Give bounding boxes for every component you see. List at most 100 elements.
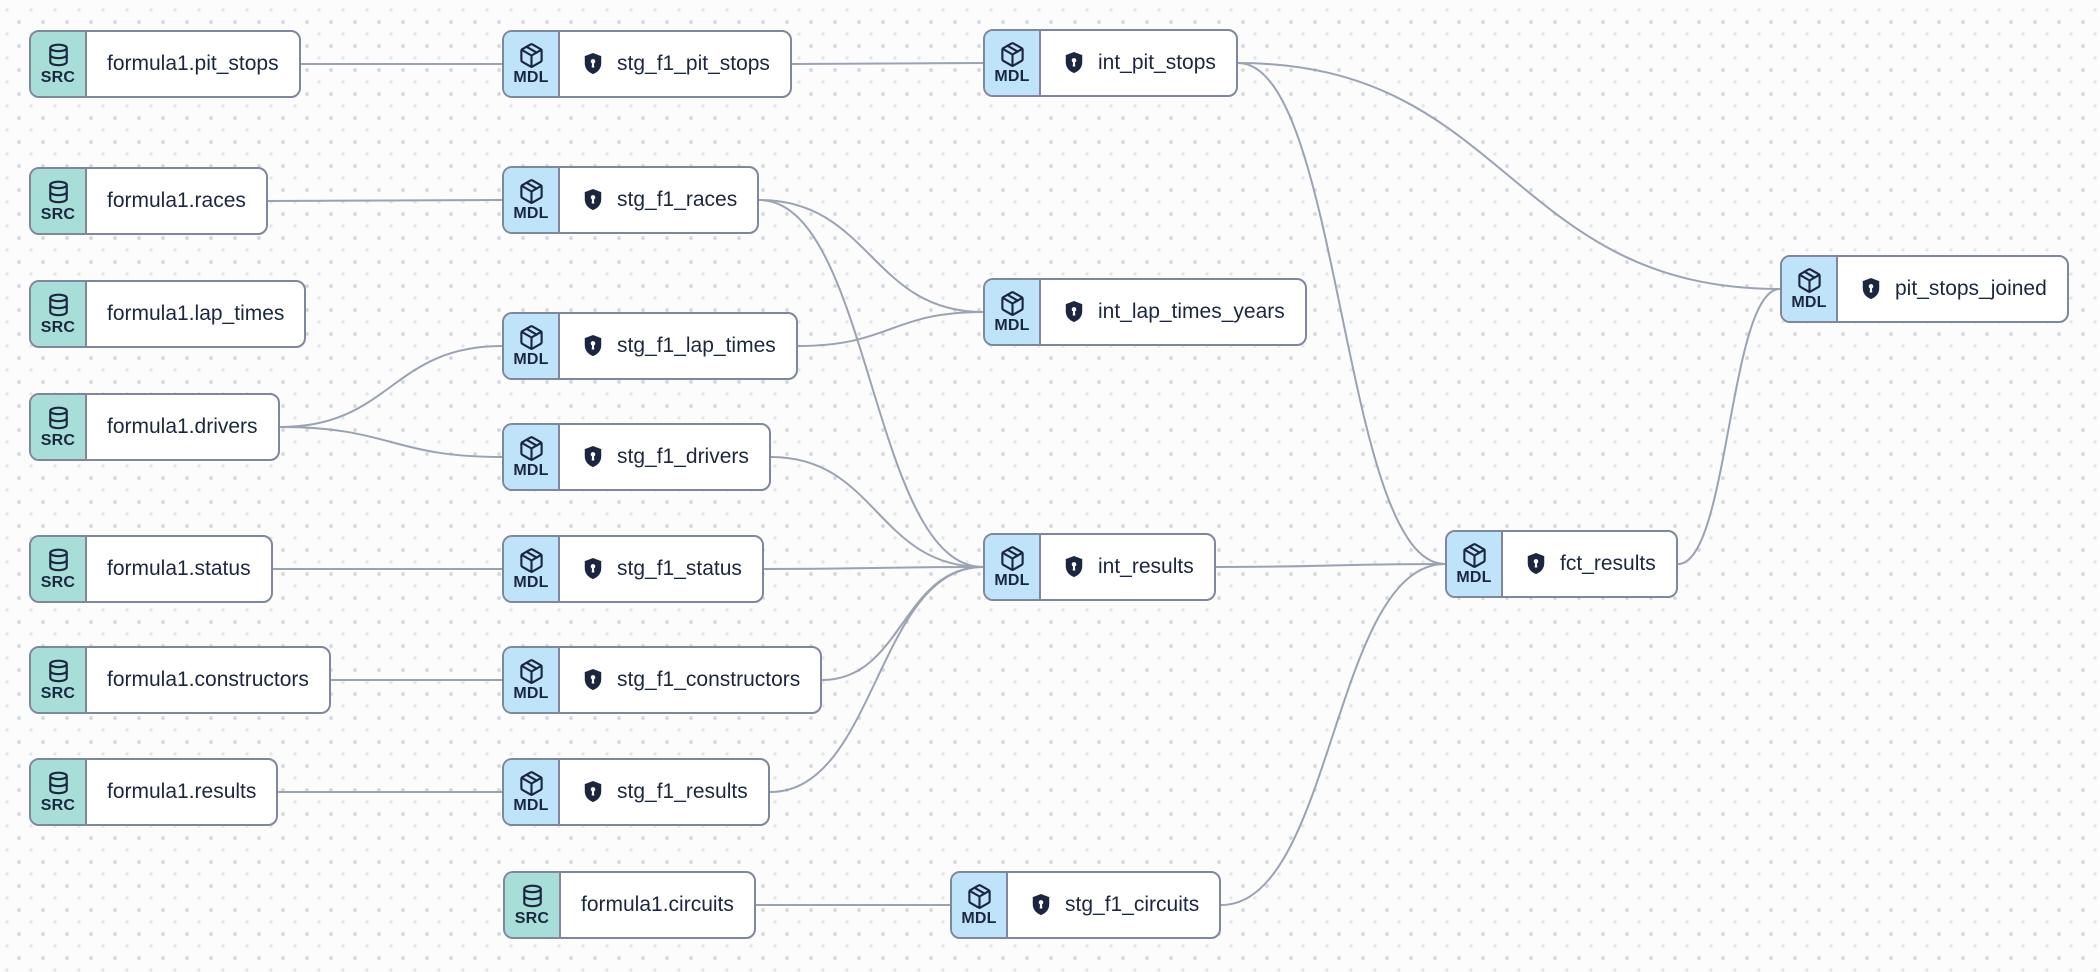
node-label: fct_results: [1560, 552, 1656, 575]
node-type-badge: MDL: [504, 32, 560, 96]
node-type-label: SRC: [514, 910, 550, 927]
database-icon: [48, 548, 68, 572]
node-label: formula1.races: [107, 189, 246, 212]
node-type-label: MDL: [513, 574, 549, 591]
lineage-node-int_results[interactable]: MDL int_results: [983, 533, 1216, 601]
shield-lock-icon: [1032, 893, 1050, 916]
node-body: formula1.races: [87, 169, 266, 233]
edge-stg_drivers-to-int_results: [770, 456, 984, 568]
lineage-node-stg_f1_races[interactable]: MDL stg_f1_races: [502, 166, 760, 234]
node-type-badge: SRC: [31, 648, 87, 712]
node-label: formula1.circuits: [581, 893, 734, 916]
node-body: formula1.results: [87, 760, 276, 824]
node-type-badge: SRC: [31, 395, 87, 459]
shield-lock-icon: [584, 780, 602, 803]
node-type-badge: MDL: [985, 535, 1041, 599]
node-type-label: MDL: [1456, 569, 1492, 586]
node-body: stg_f1_constructors: [560, 648, 820, 712]
lineage-node-int_lap_times_years[interactable]: MDL int_lap_times_years: [983, 278, 1307, 346]
node-label: pit_stops_joined: [1895, 277, 2047, 300]
edge-src_drivers-to-stg_lap_times: [279, 345, 503, 428]
node-type-label: MDL: [513, 205, 549, 222]
package-cube-icon: [1462, 543, 1486, 568]
lineage-node-stg_f1_lap_times[interactable]: MDL stg_f1_lap_times: [502, 312, 798, 380]
lineage-node-stg_f1_drivers[interactable]: MDL stg_f1_drivers: [502, 423, 771, 491]
lineage-node-formula1.circuits[interactable]: SRC formula1.circuits: [503, 871, 756, 939]
lineage-node-stg_f1_circuits[interactable]: MDL stg_f1_circuits: [950, 871, 1222, 939]
shield-lock-icon: [584, 557, 602, 580]
shield-lock-icon: [584, 188, 602, 211]
node-body: stg_f1_results: [560, 760, 768, 824]
node-body: stg_f1_pit_stops: [560, 32, 790, 96]
node-type-badge: MDL: [504, 168, 560, 232]
node-type-badge: MDL: [1447, 532, 1503, 596]
package-cube-icon: [519, 43, 543, 68]
edge-stg_lap_times-to-int_lap_times_years: [797, 311, 984, 347]
lineage-node-fct_results[interactable]: MDL fct_results: [1445, 530, 1678, 598]
edge-int_results-to-fct_results: [1215, 563, 1446, 568]
node-type-label: SRC: [40, 69, 76, 86]
database-icon: [48, 406, 68, 430]
node-type-label: MDL: [513, 69, 549, 86]
package-cube-icon: [519, 771, 543, 796]
node-body: formula1.drivers: [87, 395, 278, 459]
node-label: stg_f1_circuits: [1065, 893, 1200, 916]
node-label: int_results: [1098, 555, 1194, 578]
node-type-badge: MDL: [952, 873, 1008, 937]
edge-int_pit_stops-to-fct_results: [1237, 62, 1446, 565]
database-icon: [48, 293, 68, 317]
lineage-node-stg_f1_constructors[interactable]: MDL stg_f1_constructors: [502, 646, 823, 714]
node-body: stg_f1_status: [560, 537, 762, 601]
node-type-label: MDL: [1791, 294, 1827, 311]
edge-stg_circuits-to-fct_results: [1220, 563, 1446, 906]
shield-lock-icon: [1065, 555, 1083, 578]
node-body: stg_f1_races: [560, 168, 757, 232]
package-cube-icon: [519, 548, 543, 573]
lineage-node-stg_f1_pit_stops[interactable]: MDL stg_f1_pit_stops: [502, 30, 792, 98]
node-label: stg_f1_status: [617, 557, 742, 580]
shield-lock-icon: [1527, 552, 1545, 575]
shield-lock-icon: [584, 334, 602, 357]
node-body: int_results: [1041, 535, 1214, 599]
edge-src_races-to-stg_races: [267, 199, 503, 202]
edge-fct_results-to-pit_stops_joined: [1677, 288, 1781, 565]
node-label: stg_f1_results: [617, 780, 748, 803]
lineage-node-pit_stops_joined[interactable]: MDL pit_stops_joined: [1780, 255, 2069, 323]
lineage-node-int_pit_stops[interactable]: MDL int_pit_stops: [983, 29, 1238, 97]
lineage-node-stg_f1_status[interactable]: MDL stg_f1_status: [502, 535, 764, 603]
package-cube-icon: [1000, 42, 1024, 67]
node-type-badge: MDL: [504, 760, 560, 824]
node-type-label: MDL: [513, 685, 549, 702]
node-body: formula1.lap_times: [87, 282, 304, 346]
node-type-label: SRC: [40, 206, 76, 223]
node-body: pit_stops_joined: [1838, 257, 2067, 321]
node-type-badge: MDL: [985, 31, 1041, 95]
database-icon: [48, 659, 68, 683]
shield-lock-icon: [1065, 300, 1083, 323]
node-type-label: SRC: [40, 685, 76, 702]
lineage-node-formula1.races[interactable]: SRC formula1.races: [29, 167, 268, 235]
database-icon: [48, 771, 68, 795]
package-cube-icon: [519, 436, 543, 461]
node-type-badge: SRC: [31, 282, 87, 346]
edge-stg_constructors-to-int_results: [821, 566, 984, 681]
lineage-node-stg_f1_results[interactable]: MDL stg_f1_results: [502, 758, 770, 826]
edge-stg_pit_stops-to-int_pit_stops: [791, 62, 984, 65]
node-type-badge: SRC: [31, 169, 87, 233]
shield-lock-icon: [1065, 51, 1083, 74]
node-type-label: MDL: [994, 317, 1030, 334]
node-type-badge: MDL: [985, 280, 1041, 344]
package-cube-icon: [1000, 291, 1024, 316]
node-type-label: MDL: [513, 462, 549, 479]
node-label: stg_f1_races: [617, 188, 738, 211]
shield-lock-icon: [584, 668, 602, 691]
node-label: stg_f1_pit_stops: [617, 52, 770, 75]
